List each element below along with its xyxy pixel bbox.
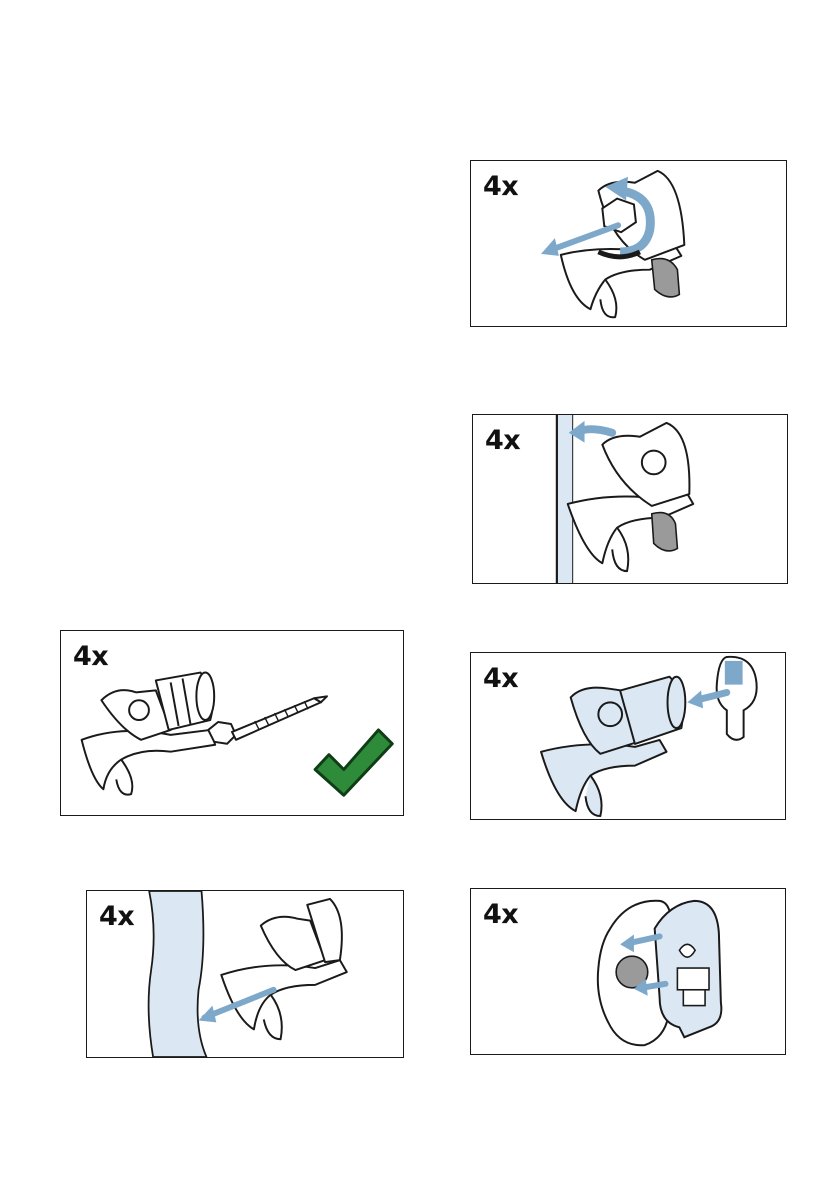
bracket-parts-illustration bbox=[61, 631, 403, 815]
quantity-label: 4x bbox=[483, 899, 518, 930]
figure-panel-slide-bracket: 4x bbox=[472, 414, 788, 584]
quantity-label: 4x bbox=[73, 641, 108, 672]
quantity-label: 4x bbox=[485, 425, 520, 456]
check-mark-icon bbox=[315, 730, 392, 795]
figure-panel-attach-cap: 4x bbox=[470, 652, 786, 820]
quantity-label: 4x bbox=[483, 171, 518, 202]
figure-panel-position-bracket: 4x bbox=[86, 890, 404, 1058]
figure-panel-parts-ok: 4x bbox=[60, 630, 404, 816]
bracket-against-cabinet-illustration bbox=[87, 891, 403, 1057]
quantity-label: 4x bbox=[99, 901, 134, 932]
figure-panel-clip-plate: 4x bbox=[470, 888, 786, 1055]
figure-panel-unscrew: 4x bbox=[470, 160, 787, 327]
page-footer-strip bbox=[0, 1180, 840, 1192]
quantity-label: 4x bbox=[483, 663, 518, 694]
unscrew-bolt-illustration bbox=[471, 161, 786, 326]
